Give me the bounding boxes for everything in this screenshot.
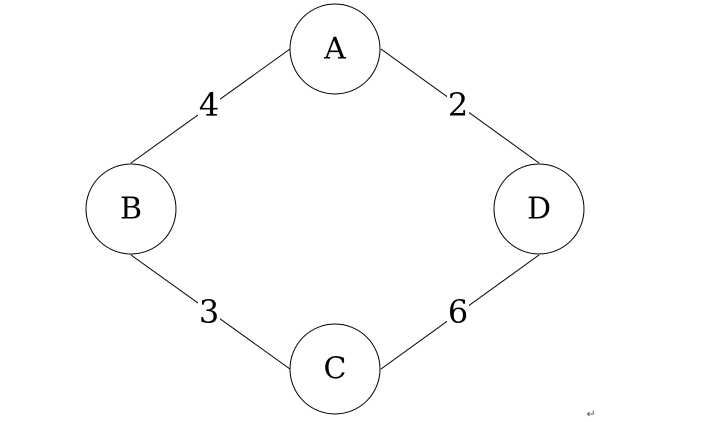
edge-weights: 4 2 3 6 xyxy=(198,86,469,331)
node-b: B xyxy=(85,163,177,255)
node-a-label: A xyxy=(323,32,346,67)
node-c: C xyxy=(289,323,381,415)
weight-b-c: 3 xyxy=(199,293,219,331)
node-d-label: D xyxy=(527,192,551,227)
weight-c-d: 6 xyxy=(448,293,468,331)
node-b-circle xyxy=(85,163,177,255)
node-d-circle xyxy=(493,163,585,255)
node-d: D xyxy=(493,163,585,255)
node-a-circle xyxy=(289,3,381,95)
node-a: A xyxy=(289,3,381,95)
node-c-label: C xyxy=(324,352,347,387)
weight-a-d: 2 xyxy=(448,86,468,124)
node-c-circle xyxy=(289,323,381,415)
weight-a-b: 4 xyxy=(199,86,219,124)
paragraph-mark-icon: ↵ xyxy=(586,408,595,421)
node-b-label: B xyxy=(120,192,142,227)
edges xyxy=(130,48,540,370)
